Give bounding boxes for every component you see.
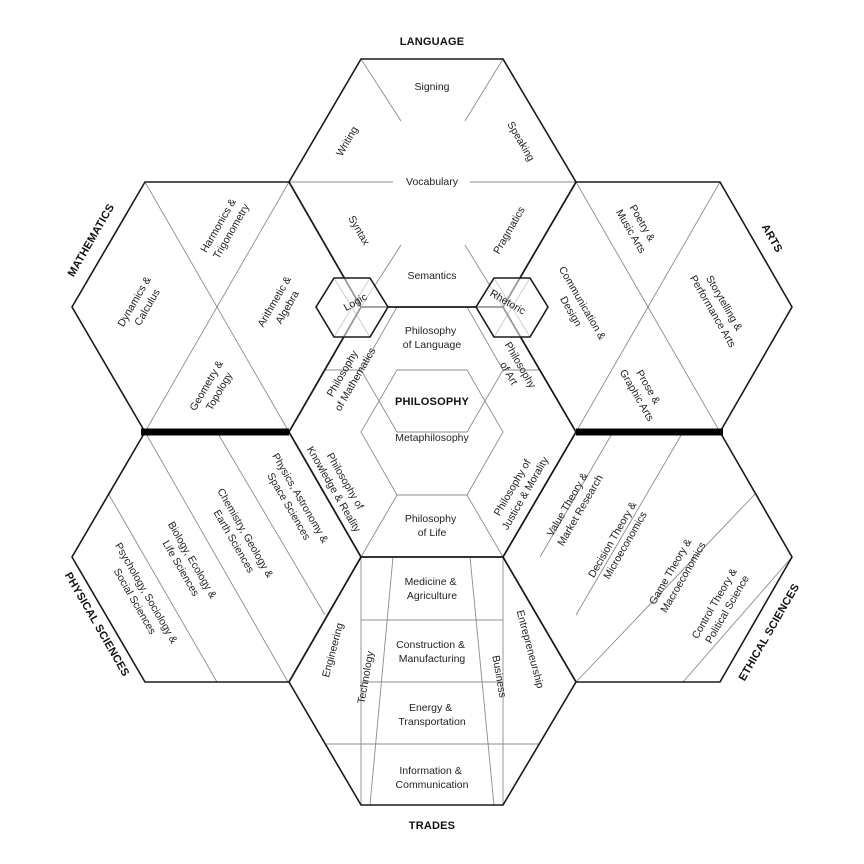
- topic-decision-theory: Decision Theory & Microeconomics: [586, 497, 653, 587]
- topic-energy-transportation: Energy & Transportation: [398, 702, 465, 728]
- physical-topics: Physics, Astronomy & Space Sciences Chem…: [111, 451, 331, 645]
- topic-syntax: Syntax: [345, 214, 372, 248]
- philosophy-of-language: Philosophy of Language: [403, 325, 462, 351]
- language-topics: Signing Writing Speaking Vocabulary Synt…: [334, 81, 537, 282]
- title-language: LANGUAGE: [400, 36, 465, 48]
- topic-storytelling-performance-arts: Storytelling & Performance Arts: [687, 266, 750, 349]
- topic-arithmetic-algebra: Arithmetic & Algebra: [255, 272, 307, 337]
- philosophy-center: PHILOSOPHY Metaphilosophy Philosophy of …: [304, 325, 552, 539]
- math-topics: Harmonics & Trigonometry Dynamics & Calc…: [115, 194, 307, 420]
- topic-dynamics-calculus: Dynamics & Calculus: [115, 272, 167, 336]
- trades-topics: Medicine & Agriculture Construction & Ma…: [320, 576, 546, 791]
- topic-entrepreneurship: Entrepreneurship: [514, 609, 546, 690]
- topic-biology-ecology: Biology, Ecology & Life Sciences: [153, 520, 220, 611]
- philosophy-of-life: Philosophy of Life: [405, 513, 459, 539]
- hexagon-outlines: [71, 58, 793, 806]
- logic-bridge-hexagon: [315, 277, 389, 338]
- topic-geometry-topology: Geometry & Topology: [187, 356, 239, 420]
- topic-technology: Technology: [356, 650, 377, 705]
- ethical-sciences-hexagon: [502, 431, 793, 683]
- topic-signing: Signing: [414, 81, 449, 93]
- topic-metaphilosophy: Metaphilosophy: [395, 432, 469, 444]
- topic-control-theory: Control Theory & Political Science: [690, 564, 754, 648]
- topic-poetry-music-arts: Poetry & Music Arts: [613, 201, 660, 256]
- topic-writing: Writing: [334, 124, 361, 158]
- philosophy-of-mathematics: Philosophy of Mathematics: [320, 339, 378, 414]
- topic-vocabulary: Vocabulary: [406, 176, 459, 188]
- topic-speaking: Speaking: [504, 120, 536, 164]
- title-arts: ARTS: [759, 222, 785, 255]
- rhetoric-bridge-hexagon: [475, 277, 549, 338]
- title-trades: TRADES: [409, 820, 455, 832]
- topic-chemistry-geology: Chemistry, Geology & Earth Sciences: [202, 486, 277, 589]
- topic-information-communication: Information & Communication: [396, 765, 469, 791]
- topic-value-theory: Value Theory & Market Research: [543, 466, 606, 548]
- topic-prose-graphic-arts: Prose & Graphic Arts: [617, 360, 668, 423]
- arts-topics: Poetry & Music Arts Storytelling & Perfo…: [544, 201, 750, 424]
- topic-business: Business: [489, 654, 508, 698]
- topic-semantics: Semantics: [407, 270, 456, 282]
- topic-harmonics-trigonometry: Harmonics & Trigonometry: [198, 194, 252, 262]
- topic-engineering: Engineering: [320, 621, 346, 678]
- topic-game-theory: Game Theory & Macroeconomics: [646, 533, 708, 615]
- topic-communication-design: Communication & Design: [544, 264, 609, 351]
- philosophy-title: PHILOSOPHY: [395, 396, 470, 408]
- topic-medicine-agriculture: Medicine & Agriculture: [405, 576, 460, 602]
- topic-construction-manufacturing: Construction & Manufacturing: [396, 639, 468, 665]
- ethical-topics: Value Theory & Market Research Decision …: [543, 466, 754, 648]
- topic-pragmatics: Pragmatics: [491, 205, 528, 256]
- title-mathematics: MATHEMATICS: [66, 202, 117, 279]
